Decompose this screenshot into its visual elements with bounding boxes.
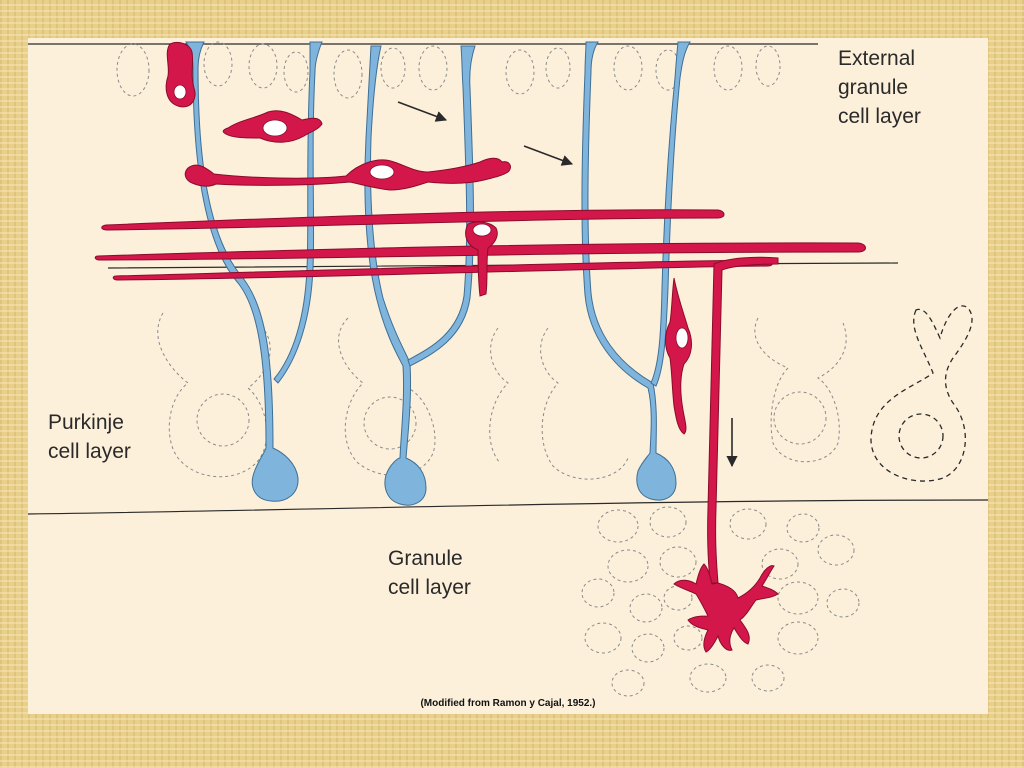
diagram-panel: External granule cell layer Purkinje cel… (28, 38, 988, 714)
purkinje-cell-outlines (157, 312, 847, 480)
glial-fiber-branch (407, 45, 476, 367)
migration-arrows (397, 101, 738, 468)
label-external-granule-layer: External granule cell layer (838, 47, 921, 128)
granule-cell-axon (707, 256, 779, 584)
granule-cells (581, 506, 860, 697)
arrow-icon (523, 145, 574, 166)
purkinje-granule-boundary-line (28, 499, 988, 515)
granule-cell-tangential (184, 157, 511, 191)
parallel-fiber (112, 259, 773, 281)
parallel-fiber (101, 209, 725, 231)
label-purkinje-layer: Purkinje cell layer (48, 411, 131, 463)
granule-cell-soma (673, 563, 779, 653)
cell-nuclei (173, 84, 689, 349)
granule-cell-surface (165, 41, 196, 108)
cerebellum-migration-diagram (28, 41, 988, 697)
arrow-icon (397, 101, 448, 122)
migrating-granule-cells (94, 41, 866, 653)
purkinje-cell-outline-dashed (870, 305, 973, 482)
label-granule-layer: Granule cell layer (388, 547, 471, 599)
granule-cell-descending (465, 221, 498, 297)
glial-fiber-branch (273, 41, 323, 384)
figure-credit: (Modified from Ramon y Cajal, 1952.) (420, 698, 596, 709)
glial-fiber (581, 41, 677, 501)
glial-fiber (364, 45, 427, 506)
granule-cell-migrating (665, 277, 692, 435)
